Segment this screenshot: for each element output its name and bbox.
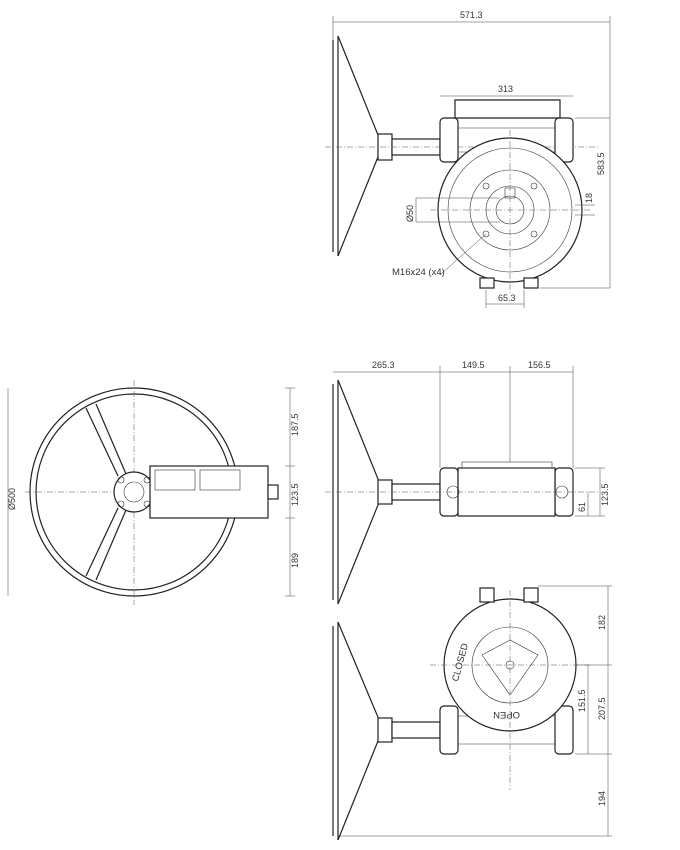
dim-top-width: 571.3: [460, 10, 483, 20]
dim-bottom-mid2: 207.5: [597, 697, 607, 720]
indicator-open: OPEN: [493, 709, 520, 720]
dim-wheel-up: 187.5: [290, 413, 300, 436]
dim-key-width: 18: [584, 193, 594, 203]
bolt-label: M16x24 (x4): [392, 267, 445, 278]
dim-bottom-low: 194: [597, 791, 607, 806]
dim-side-h2: 123.5: [600, 483, 610, 506]
dim-side-h1: 61: [577, 502, 587, 512]
dim-wheel-down: 189: [290, 553, 300, 568]
dim-top-height: 583.5: [596, 152, 606, 175]
dim-bore-dia: Ø50: [405, 205, 415, 222]
dim-bottom-mid1: 151.5: [577, 689, 587, 712]
dim-top-inner: 313: [498, 84, 513, 94]
dim-bolt-spacing: 65.3: [498, 293, 516, 303]
dim-bottom-top: 182: [597, 615, 607, 630]
dim-wheel-dia: Ø500: [7, 488, 17, 510]
bottom-view: CLOSED OPEN 182 151.5 207.5 194: [332, 585, 612, 841]
dim-side-b: 149.5: [462, 360, 485, 370]
top-view: 571.3 313 583.5 Ø50 18 M16x24 (x4) 65.3: [325, 10, 611, 308]
dim-wheel-mid: 123.5: [290, 483, 300, 506]
dim-side-a: 265.3: [372, 360, 395, 370]
side-view: 265.3 149.5 156.5 61 123.5: [325, 360, 610, 605]
dim-side-c: 156.5: [528, 360, 551, 370]
wheel-view: Ø500 187.5 123.5 189: [7, 380, 300, 605]
